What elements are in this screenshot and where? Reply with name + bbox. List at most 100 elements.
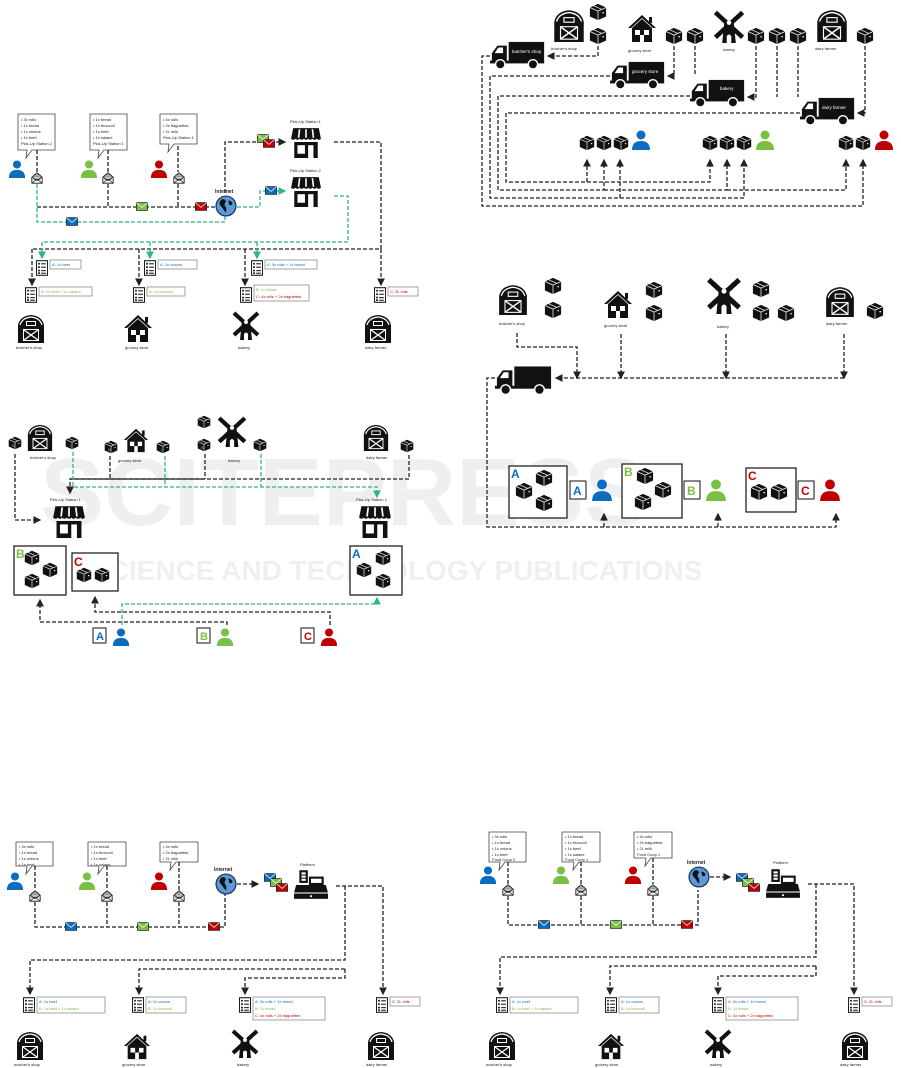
box-b-icon bbox=[702, 135, 718, 151]
grocery-store-label: grocery store bbox=[604, 323, 628, 328]
platform-label: Platform bbox=[300, 862, 316, 867]
foodcoop-order-b-5: Food Coop 1 bbox=[565, 857, 589, 862]
list-bakery-c: C: 4x rolls + 2x baguettes bbox=[255, 1013, 300, 1018]
list-grocery-b: B: 1x broccoli bbox=[621, 1006, 645, 1011]
box-c-icon bbox=[789, 27, 807, 45]
dairy-farmer-label: dairy farmer bbox=[366, 455, 388, 460]
bakery-icon bbox=[709, 280, 739, 314]
mail-drop-a-icon bbox=[31, 172, 43, 184]
dairy-farmer-label: dairy farmer bbox=[840, 1062, 862, 1067]
list-bakery-a: A: 3x rolls + 1x bread bbox=[255, 999, 293, 1004]
panel-platform: • 3x rolls • 1x bread • 1x onions • 1x b… bbox=[6, 841, 421, 1067]
pickup-code-c bbox=[300, 627, 315, 644]
dairy-farmer-icon bbox=[363, 424, 389, 451]
customer-c-icon bbox=[875, 130, 893, 150]
order-a-line-3: • 1x onions bbox=[21, 129, 41, 134]
list-butcher-a: A: 1x beef bbox=[52, 262, 71, 267]
dairy-farmer-icon bbox=[841, 1031, 869, 1060]
foodcoop-order-c-2: • 2x baguettes bbox=[637, 840, 662, 845]
internet-label: Internet bbox=[215, 189, 234, 195]
dairy-farmer-icon bbox=[367, 1031, 395, 1060]
mail-drop-c-icon bbox=[173, 890, 185, 902]
list-butcher-icon bbox=[23, 997, 35, 1013]
platform-register-icon bbox=[294, 870, 328, 899]
pickup-code-c-letter: C bbox=[801, 484, 810, 498]
customer-c-icon bbox=[150, 160, 168, 178]
locker-c-letter: C bbox=[74, 555, 83, 569]
grocery-store-label: grocery store bbox=[122, 1062, 146, 1067]
dairy-farmer-label: dairy farmer bbox=[366, 1062, 388, 1067]
box-c-icon bbox=[866, 302, 884, 320]
pickup-code-b-letter: B bbox=[687, 484, 696, 498]
platform-order-b-4: • 1x salami bbox=[91, 862, 111, 867]
list-grocery-icon bbox=[132, 997, 144, 1013]
panel-single-truck: butcher's shop grocery store bakery dair… bbox=[486, 278, 884, 528]
panel-pickup-order: • 3x rolls • 1x bread • 1x onions • 1x b… bbox=[8, 113, 419, 350]
locker-c-letter: C bbox=[748, 469, 757, 483]
grocery-store-label: grocery store bbox=[118, 458, 142, 463]
foodcoop-order-a-4: • 1x beef bbox=[492, 852, 509, 857]
list-grocery-a: A: 1x onions bbox=[148, 999, 170, 1004]
mail-a-icon bbox=[66, 217, 78, 226]
customer-b-icon bbox=[216, 628, 234, 646]
list-dairy-icon bbox=[848, 997, 860, 1013]
mail-b-icon bbox=[136, 202, 148, 211]
platform-order-b-1: • 1x bread bbox=[91, 844, 109, 849]
order-c-line-2: • 2x baguettes bbox=[163, 123, 188, 128]
order-c-line-4: Pick-Up Station 1 bbox=[163, 135, 195, 140]
mail-c-icon bbox=[681, 920, 693, 929]
truck-bakery-label: bakery bbox=[720, 86, 734, 91]
order-bubble-a: • 3x rolls • 1x bread • 1x onions • 1x b… bbox=[17, 113, 56, 160]
foodcoop-order-b-2: • 1x broccoli bbox=[565, 840, 587, 845]
list-butcher-a-icon bbox=[36, 260, 48, 276]
list-bakery-icon bbox=[712, 997, 724, 1013]
pickup-station-2-icon bbox=[358, 505, 392, 538]
order-b-line-4: • 1x salami bbox=[93, 135, 113, 140]
order-a-line-2: • 1x bread bbox=[21, 123, 39, 128]
box-b-icon bbox=[8, 436, 22, 450]
list-grocery-b-icon bbox=[133, 287, 145, 303]
box-a-icon bbox=[596, 135, 612, 151]
bakery-label: bakery bbox=[228, 458, 240, 463]
box-a-icon bbox=[589, 3, 607, 21]
customer-b-icon bbox=[78, 872, 96, 890]
customer-b-icon bbox=[706, 479, 726, 501]
pickup-code-b bbox=[683, 480, 701, 500]
dairy-farmer-icon bbox=[825, 286, 855, 317]
internet-globe-icon bbox=[215, 195, 237, 217]
bakery-icon bbox=[706, 1031, 730, 1058]
foodcoop-order-a-1: • 3x rolls bbox=[492, 834, 507, 839]
locker-a-letter: A bbox=[352, 547, 361, 561]
truck-bakery-icon bbox=[690, 79, 745, 108]
order-b-line-2: • 1x broccoli bbox=[93, 123, 115, 128]
platform-label: Platform bbox=[773, 860, 789, 865]
truck-dairy-label: dairy farmer bbox=[822, 105, 847, 110]
box-a-icon bbox=[579, 135, 595, 151]
butcher-shop-icon bbox=[498, 284, 528, 315]
mail-b-icon bbox=[137, 922, 149, 931]
box-c-icon bbox=[838, 135, 854, 151]
platform-order-c-1: • 4x rolls bbox=[163, 844, 178, 849]
box-a-icon bbox=[752, 280, 770, 298]
mail-c-icon bbox=[208, 922, 220, 931]
list-grocery-b: B: 1x broccoli bbox=[149, 289, 173, 294]
mail-a-forward-icon bbox=[265, 186, 277, 195]
svg-text:A: A bbox=[160, 447, 163, 452]
list-bakery-icon bbox=[239, 997, 251, 1013]
order-a-line-5: Pick-Up Station 2 bbox=[21, 141, 53, 146]
list-bakery-b: B: 1x bread bbox=[256, 287, 276, 292]
customer-c-icon bbox=[820, 479, 840, 501]
list-butcher-a: A: 1x beef bbox=[512, 999, 531, 1004]
grocery-store-label: grocery store bbox=[595, 1062, 619, 1067]
order-c-line-3: • 2L milk bbox=[163, 129, 178, 134]
platform-register-icon bbox=[766, 869, 800, 898]
butcher-shop-icon bbox=[553, 9, 585, 42]
truck-butcher-label: butcher's shop bbox=[512, 49, 542, 54]
pickup-code-c-letter: C bbox=[304, 631, 312, 643]
mail-a-icon bbox=[538, 920, 550, 929]
customer-b-icon bbox=[552, 866, 570, 884]
butcher-shop-label: butcher's shop bbox=[551, 46, 578, 51]
svg-text:A: A bbox=[257, 445, 260, 450]
mail-drop-c-icon bbox=[647, 884, 659, 896]
